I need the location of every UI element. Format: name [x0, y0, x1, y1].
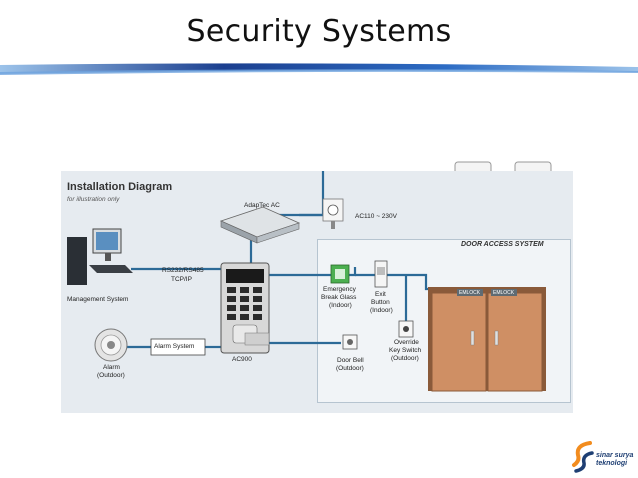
- double-door: [428, 287, 546, 392]
- override-label-3: (Outdoor): [391, 355, 419, 362]
- alarm-location-label: (Outdoor): [97, 372, 125, 379]
- alarm-siren: [94, 328, 128, 362]
- power-label: AC110 ~ 230V: [355, 213, 397, 220]
- emlock-right-label: EMLOCK: [493, 290, 515, 296]
- sinar-surya-logo-icon: [572, 441, 594, 473]
- door-access-system-title: DOOR ACCESS SYSTEM: [461, 241, 544, 248]
- alarm-system-label: Alarm System: [154, 343, 195, 350]
- alarm-label: Alarm: [103, 364, 120, 371]
- door-bell: [342, 334, 358, 350]
- override-key-switch: [398, 320, 414, 338]
- diagram-heading: Installation Diagram: [67, 181, 173, 193]
- management-system-label: Management System: [67, 296, 129, 303]
- exit-label-2: Button: [371, 299, 390, 306]
- ac900-terminal: [220, 262, 270, 354]
- doorbell-label-1: Door Bell: [337, 357, 364, 364]
- controller-unit: [219, 206, 301, 244]
- override-label-1: Override: [394, 339, 419, 346]
- emlock-left-label: EMLOCK: [459, 290, 481, 296]
- slide-title: Security Systems: [186, 14, 452, 49]
- exit-label-3: (Indoor): [370, 307, 393, 314]
- breakglass-label-3: (Indoor): [329, 302, 352, 309]
- title-divider-band: [0, 63, 638, 75]
- break-glass: [330, 264, 350, 284]
- logo-line-1: sinar surya: [596, 452, 634, 459]
- installation-diagram: Installation Diagram for illustration on…: [61, 171, 573, 413]
- doorbell-label-2: (Outdoor): [336, 365, 364, 372]
- adaptec-label: AdapTec AC: [244, 202, 280, 209]
- diagram-subheading: for illustration only: [67, 196, 120, 203]
- rs232-label: RS232/RS485: [162, 267, 204, 274]
- tcpip-label: TCP/IP: [171, 276, 192, 283]
- breakglass-label-1: Emergency: [323, 286, 356, 293]
- management-pc: [67, 228, 133, 285]
- ac900-label: AC900: [232, 356, 252, 363]
- exit-button: [374, 260, 388, 288]
- wiring-diagram: [67, 171, 546, 392]
- override-label-2: Key Switch: [389, 347, 422, 354]
- logo-text: sinar surya teknologi: [596, 452, 633, 468]
- logo-line-2: teknologi: [596, 460, 628, 467]
- breakglass-label-2: Break Glass: [321, 294, 357, 301]
- exit-label-1: Exit: [375, 291, 386, 298]
